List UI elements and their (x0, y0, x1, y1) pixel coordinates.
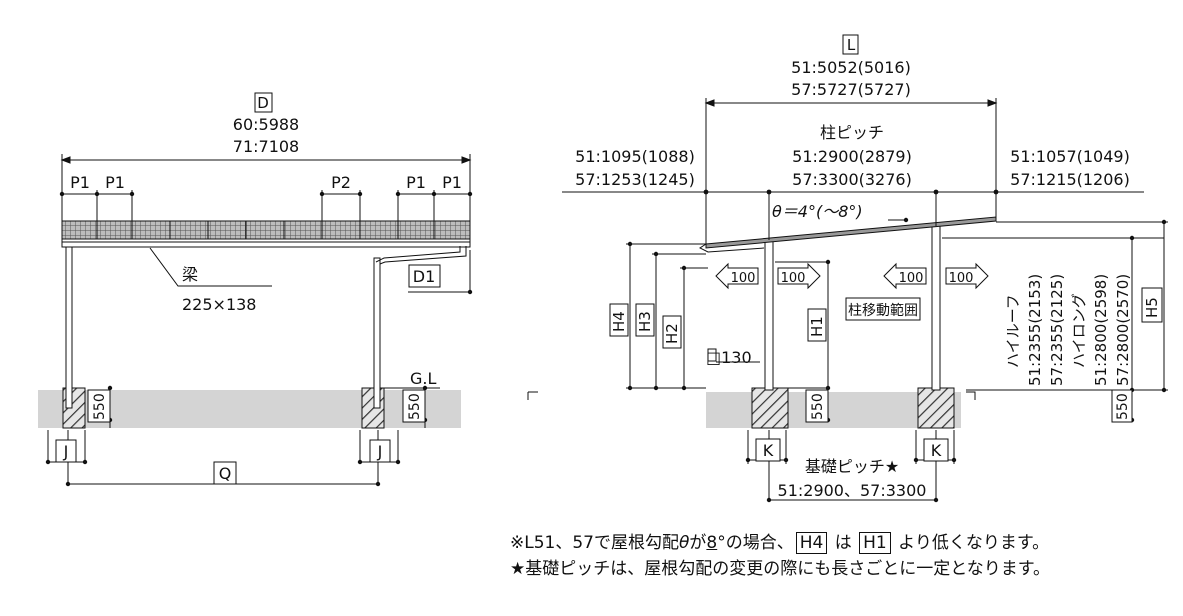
note1-eight: 8 (706, 533, 718, 553)
roof-panel (61, 220, 471, 240)
beam-leader (149, 247, 272, 287)
left-overhang-51: 51:1095(1088) (575, 147, 695, 166)
high-roof-51: 51:2355(2153) (1026, 274, 1044, 386)
footing-right (361, 387, 385, 429)
footing-a (751, 387, 789, 429)
footing-b (917, 387, 955, 429)
h2-label: H2 (663, 323, 681, 344)
note-roof-slope: ※L51、57で屋根勾配θが8°の場合、H4 は H1 より低くなります。 (510, 528, 1050, 554)
left-overhang-57: 57:1253(1245) (575, 170, 695, 189)
gutter-pipe (379, 246, 467, 300)
k-label: K (931, 441, 942, 460)
note1-part: は (829, 533, 858, 553)
depth-550-b: 550 (1115, 393, 1131, 420)
beam-label: 梁 (182, 265, 198, 284)
k-label: K (763, 441, 774, 460)
j-label: J (63, 442, 69, 461)
high-long-title: ハイロング (1070, 293, 1088, 368)
p1-label: P1 (442, 173, 462, 192)
h5-label: H5 (1143, 297, 1161, 318)
d-value-60: 60:5988 (233, 115, 299, 134)
note-foundation-pitch: ★基礎ピッチは、屋根勾配の変更の際にも長さごとに一定となります。 (510, 559, 1051, 579)
right-overhang-57: 57:1215(1206) (1010, 170, 1130, 189)
high-roof-title: ハイルーフ (1004, 294, 1022, 368)
post-move-range: 柱移動範囲 (848, 302, 918, 319)
arrow-100-a-left (715, 262, 759, 290)
note1-h1: H1 (859, 532, 891, 554)
side-view-labels: D 60:5988 71:7108 P1 P1 P2 P1 P1 梁 225×1… (63, 94, 462, 483)
post-a (764, 239, 774, 391)
foundation-pitch-title: 基礎ピッチ★ (805, 457, 899, 476)
right-overhang-51: 51:1057(1049) (1010, 147, 1130, 166)
side-view (38, 92, 473, 487)
depth-550-left2: 550 (407, 393, 423, 420)
l-label: L (847, 36, 856, 54)
pitch-51: 51:2900(2879) (792, 147, 912, 166)
arrow-100-b-right (945, 262, 989, 290)
arrow-100-label: 100 (781, 271, 806, 286)
pitch-57: 57:3300(3276) (792, 170, 912, 189)
arrow-100-label: 100 (949, 271, 974, 286)
roof-angle: θ＝4°(〜8°) (772, 202, 863, 221)
foundation-pitch-values: 51:2900、57:3300 (778, 481, 927, 500)
high-long-51: 51:2800(2598) (1092, 274, 1110, 386)
l-value-57: 57:5727(5727) (791, 80, 911, 99)
arrow-100-b-left (883, 262, 927, 290)
note1-part: が (689, 533, 707, 553)
roof-slope (705, 216, 997, 249)
high-roof-57: 57:2355(2125) (1048, 274, 1066, 386)
post-size: □130 (706, 348, 752, 367)
note1-part: °の場合、 (717, 533, 794, 553)
high-long-57: 57:2800(2570) (1114, 274, 1132, 386)
arrow-100-a-right (777, 262, 821, 290)
note1-h4: H4 (795, 532, 828, 554)
p2-label: P2 (331, 173, 351, 192)
note1-part: ※L51、57で屋根勾配 (510, 533, 679, 553)
j-label: J (377, 442, 383, 461)
d1-label: D1 (413, 267, 436, 286)
post-right (373, 257, 381, 409)
beam-size: 225×138 (182, 295, 256, 314)
p1-label: P1 (105, 173, 125, 192)
p1-label: P1 (406, 173, 426, 192)
p1-label: P1 (70, 173, 90, 192)
h1-label: H1 (808, 316, 826, 337)
l-value-51: 51:5052(5016) (791, 58, 911, 77)
pitch-title: 柱ピッチ (820, 123, 884, 142)
post-left (65, 245, 73, 409)
front-view (527, 34, 1168, 503)
q-label: Q (219, 464, 232, 483)
depth-550-left: 550 (92, 393, 108, 420)
arrow-100-label: 100 (731, 271, 756, 286)
note1-theta: θ (678, 533, 690, 553)
h3-label: H3 (636, 311, 654, 332)
arrow-100-label: 100 (899, 271, 924, 286)
h4-label: H4 (610, 311, 628, 332)
d-label: D (257, 94, 269, 112)
d-value-71: 71:7108 (233, 137, 299, 156)
post-b (931, 225, 941, 391)
front-view-labels: L 51:5052(5016) 57:5727(5727) 柱ピッチ 51:29… (575, 36, 1161, 500)
depth-550-a: 550 (810, 393, 826, 420)
gl-label: G.L (410, 369, 436, 388)
note1-part: より低くなります。 (892, 533, 1050, 553)
